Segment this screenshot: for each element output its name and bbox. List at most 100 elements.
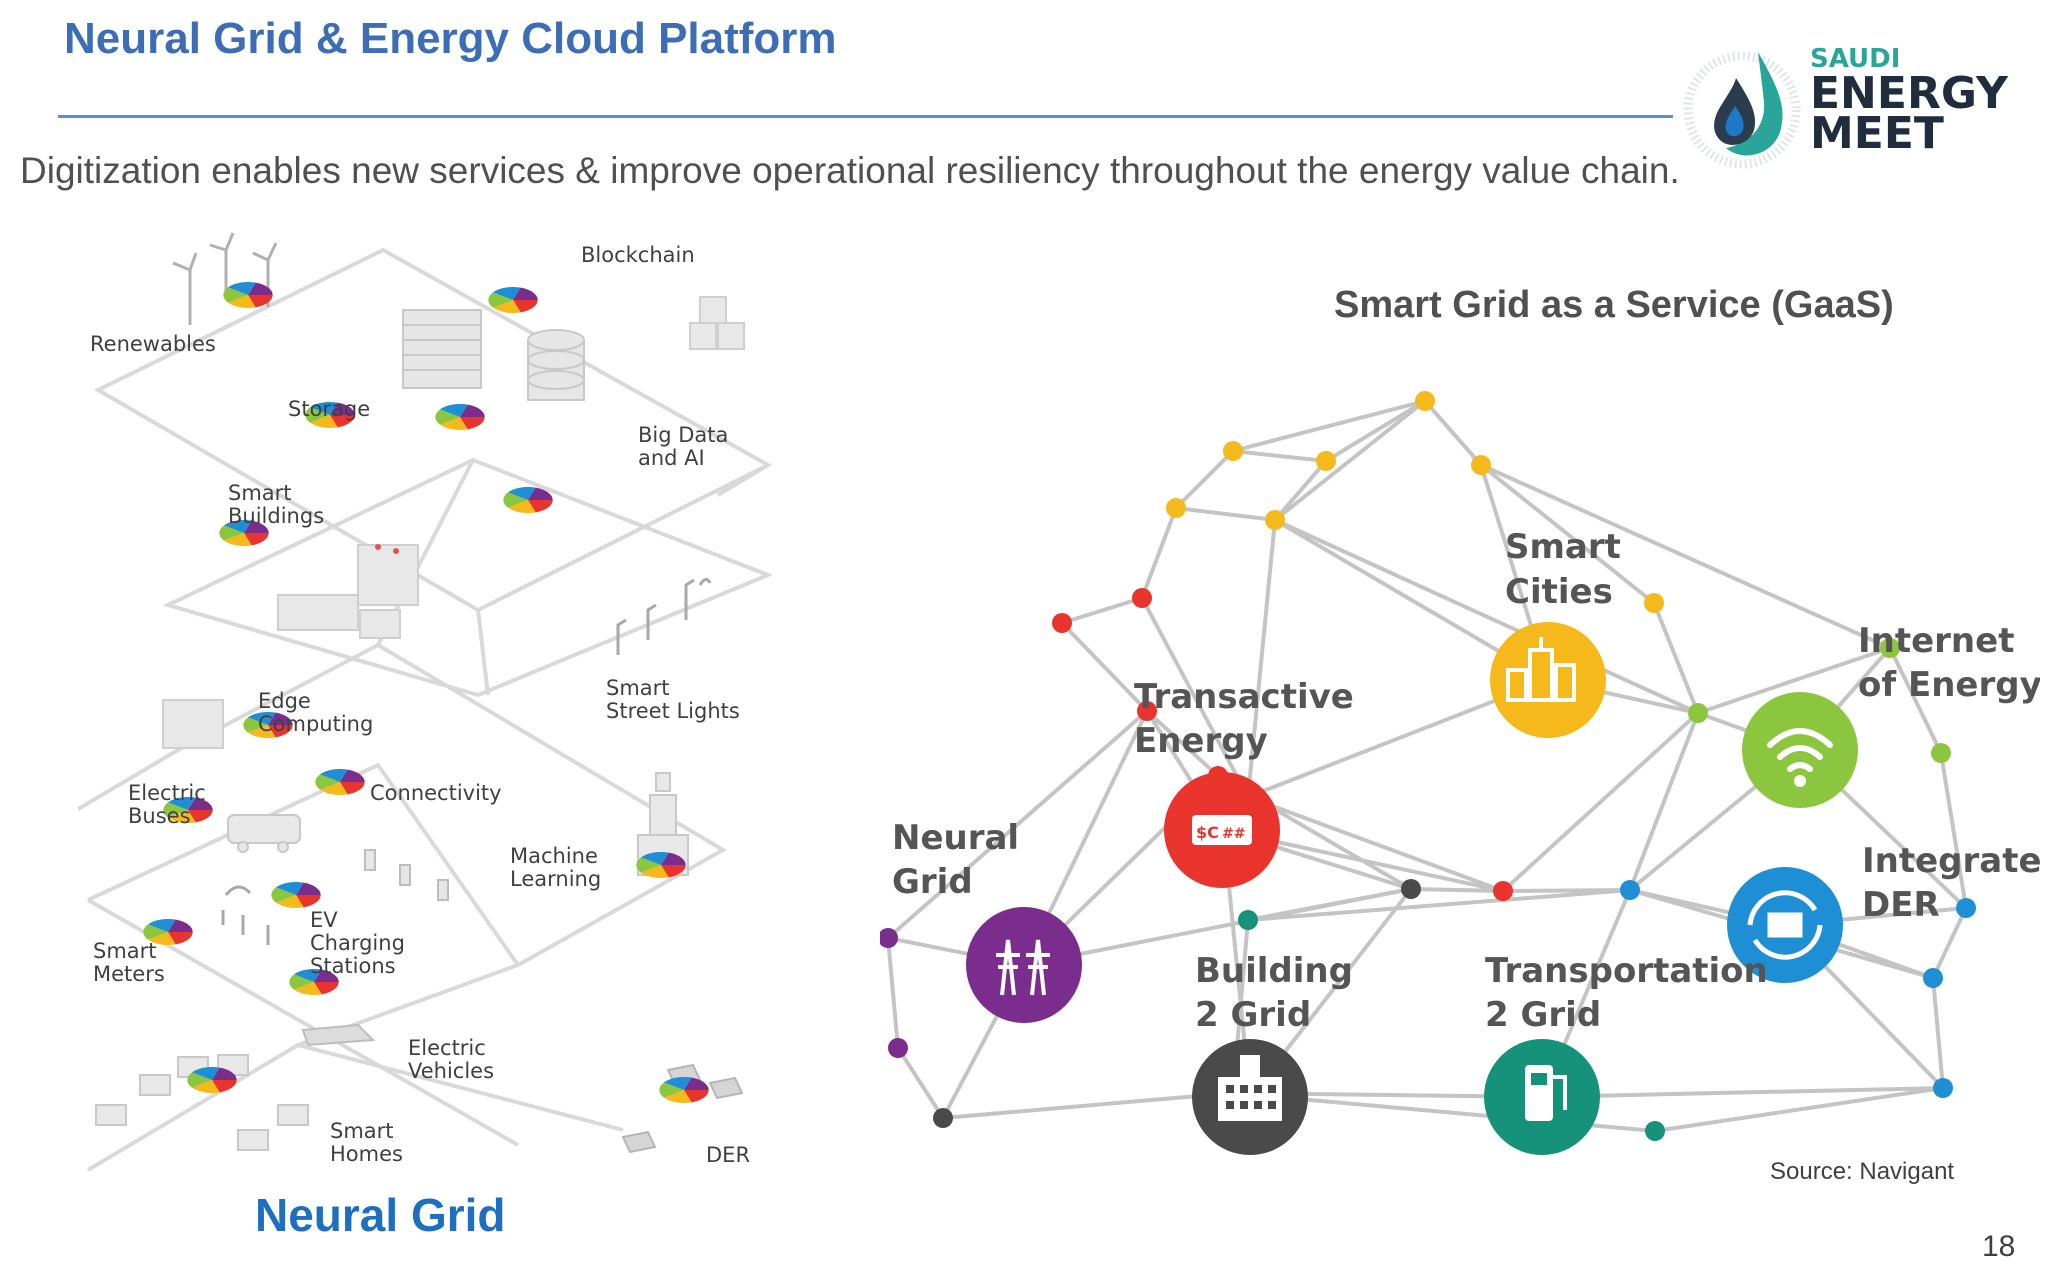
svg-text:$C: $C [1196,823,1219,842]
network-edge [1145,709,1220,778]
smart-cities-circle [1490,622,1606,738]
network-node [933,1108,953,1128]
label-homes-line2: Homes [330,1142,403,1166]
node-pie-marker [219,520,269,546]
network-node [1645,1121,1665,1141]
solar-cycle-icon [1747,890,1823,960]
label-smart-buildings-line2: Buildings [228,504,324,528]
network-edge [1939,752,1968,909]
network-edge [1140,597,1250,798]
node-pie-marker [503,487,553,513]
hub-building-2-grid [1192,1039,1308,1155]
network-node [1931,743,1951,763]
label-ev-line2: Charging [310,931,405,955]
logo-text-meet: MEET [1810,108,1944,159]
label-storage: Storage [288,397,370,421]
network-edge [886,937,900,1049]
network-edge [1324,399,1427,463]
node-pie-marker [305,402,355,428]
node-pie-marker [143,919,193,945]
label-ml-line1: Machine [510,844,598,868]
street-lights-icon [616,578,712,655]
wifi-dot-icon [1794,775,1806,787]
page-number: 18 [1982,1230,2016,1263]
water-drop-logo-icon [1683,51,1801,169]
power-tower-icon [996,939,1050,996]
smart-buildings-icon [277,544,419,639]
network-edge [1061,596,1143,625]
label-ml-line2: Learning [510,867,601,891]
network-edge [1232,399,1426,453]
network-node [1493,881,1513,901]
node-pie-marker [488,287,538,313]
network-edge [1423,399,1483,467]
edge-computing-icon [162,699,224,749]
source-note: Source: Navigant [1770,1158,1955,1185]
label-big-data-line2: and AI [638,446,705,470]
network-node [1132,588,1152,608]
network-node [1401,879,1421,899]
label-integrated-line1: Integrated [1862,841,2040,881]
network-edge [942,1091,1234,1120]
network-edge [1060,621,1149,713]
label-meters-line2: Meters [93,962,165,986]
logo-text-energy: ENERGY [1810,68,2008,119]
node-pie-marker [636,852,686,878]
label-der: DER [706,1143,750,1167]
label-transport-line2: 2 Grid [1485,995,1601,1035]
network-edge [1174,449,1235,510]
label-buses-line1: Electric [128,781,206,805]
label-street-lights-line2: Street Lights [606,699,740,723]
node-pie-marker [187,1067,237,1093]
network-edge [1479,463,1656,605]
gaas-network-diagram: $C ## [880,391,2040,1155]
label-internet-line1: Internet [1858,621,2014,661]
label-transactive-line2: Energy [1134,721,1268,761]
network-node [1956,898,1976,918]
network-edge [1274,518,1699,715]
node-pie-marker [163,797,213,824]
network-edge [1652,602,1700,714]
hub-neural-grid [966,907,1082,1023]
network-edge [1480,463,1891,650]
label-building-line1: Building [1195,951,1353,991]
building-icon [1218,1055,1282,1121]
network-edge [1931,907,1968,979]
network-edge [1410,887,1504,893]
node-pie-marker [289,969,339,995]
network-edge [1888,647,1943,754]
network-node [888,1038,908,1058]
wifi-icon [1767,728,1833,772]
network-node [1688,703,1708,723]
label-buses-line2: Buses [128,804,191,828]
label-street-lights-line1: Smart [606,676,670,700]
node-pie-marker [271,882,321,909]
label-smart-cities-line2: Cities [1505,572,1613,612]
saudi-energy-meet-logo: SAUDI ENERGY MEET [1680,44,2020,172]
hub-transactive-energy: $C ## [1164,772,1280,888]
node-pie-marker [435,404,485,430]
network-edge [1023,887,1412,967]
label-building-line2: 2 Grid [1195,995,1311,1035]
network-edge [1273,459,1328,522]
currency-exchange-icon: $C ## [1192,815,1252,845]
network-edge [1273,399,1427,522]
label-internet-line2: of Energy [1858,665,2040,705]
hub-integrated-der [1727,867,1843,983]
network-node [1223,441,1243,461]
node-pie-marker [315,769,365,795]
slide-subtitle: Digitization enables new services & impr… [20,150,1680,191]
label-connectivity: Connectivity [370,781,502,805]
label-ev-line1: EV [310,908,338,932]
node-pie-marker [659,1077,709,1103]
network-edge [1140,507,1178,599]
network-node [1137,701,1157,721]
network-node [1471,455,1491,475]
label-vehicles-line1: Electric [408,1036,486,1060]
node-pie-marker [223,282,273,308]
label-integrated-line2: DER [1862,885,1940,925]
node-pie-marker [243,712,293,738]
network-node [880,928,898,948]
network-edge [1541,1086,1944,1099]
title-divider [58,115,1673,118]
